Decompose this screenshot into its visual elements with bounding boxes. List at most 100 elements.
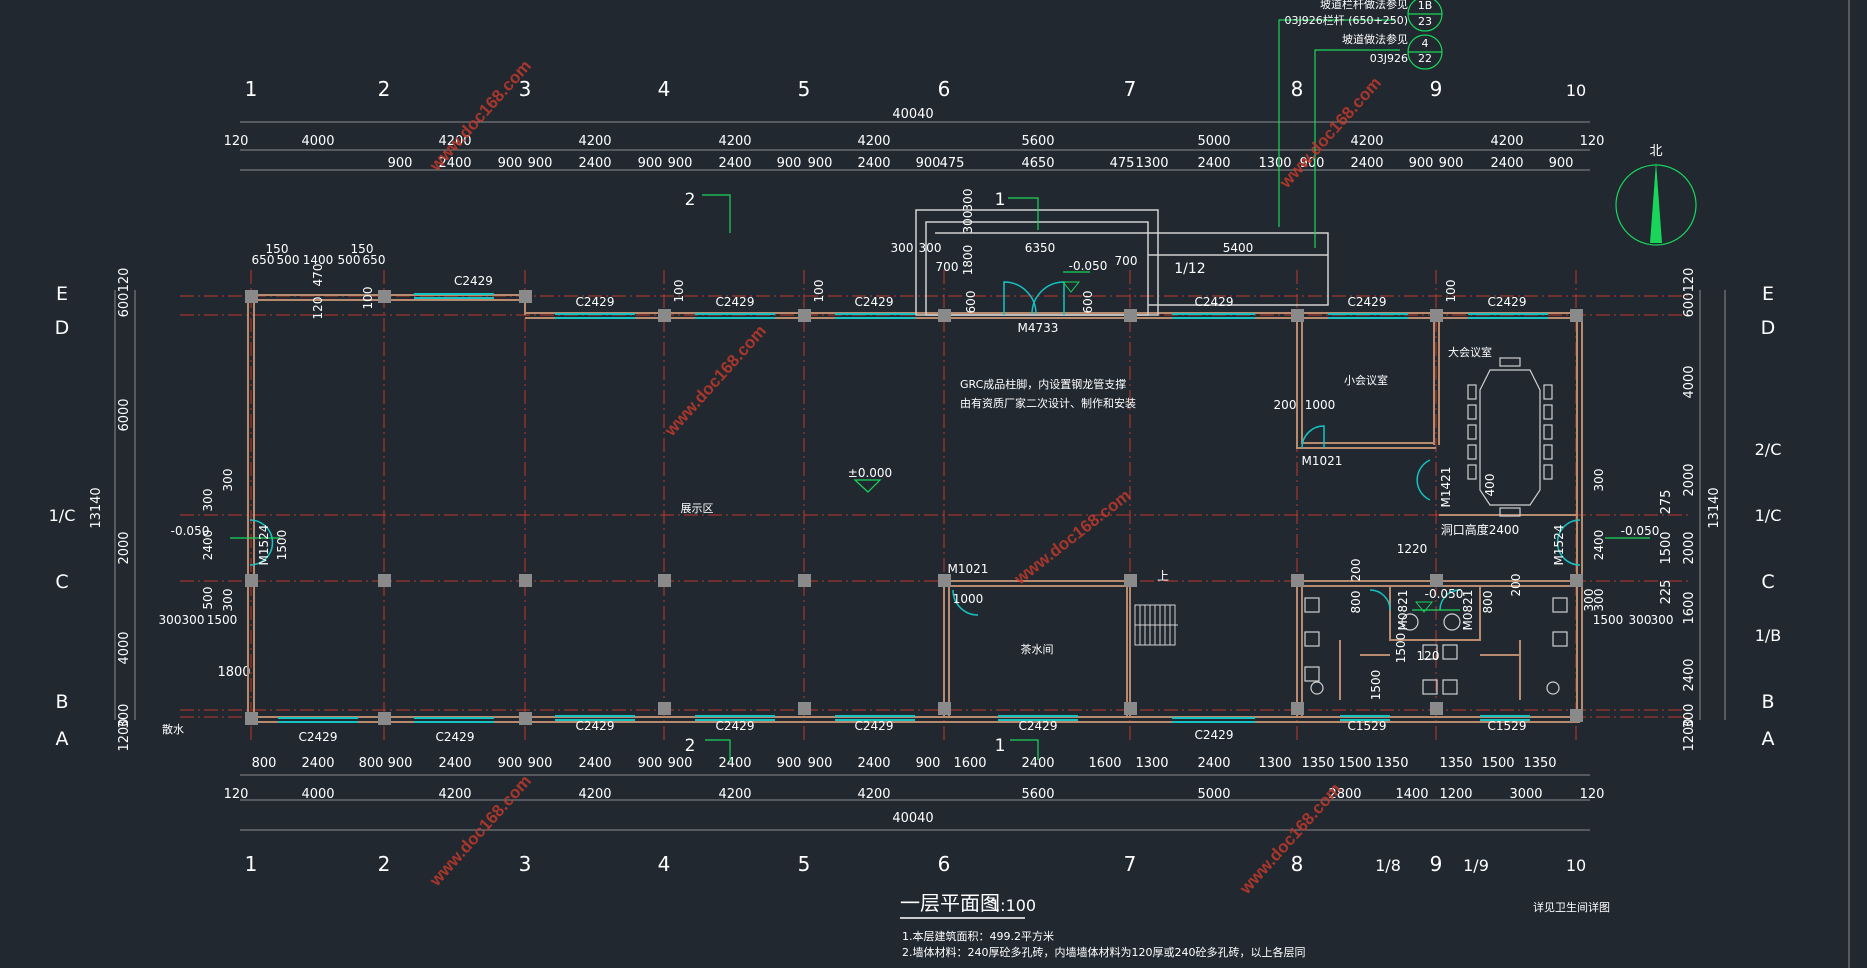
dim-text: 225 [1659,580,1674,605]
dim-text: 2400 [578,156,611,171]
dim-text: 5600 [1021,787,1054,802]
dim-700: 700 [936,260,959,274]
dim-1500: 1500 [207,613,238,627]
grid-label-4: 4 [658,852,671,876]
dim-1000: 1000 [953,592,984,606]
dim-100: 100 [361,287,375,310]
axis-gridlines [180,270,1690,740]
dim-text: 2400 [718,156,751,171]
grid-label-1-9: 1/9 [1463,856,1489,875]
dim-text: 4200 [718,134,751,149]
dim-text: 2400 [857,756,890,771]
dim-text: 120 [1682,268,1697,293]
elevation-neg: -0.050 [1621,524,1660,538]
grid-labels-top: 1 2 3 4 5 6 7 8 9 10 [245,77,1587,101]
dim-text: 2800 [1328,787,1361,802]
callout-ramp-num: 4 [1422,37,1429,50]
dim-text: 900 [916,756,941,771]
dim-text: 800 [359,756,384,771]
dim-300: 300 [1592,469,1606,492]
scatter-note: 散水 [162,722,184,736]
dim-text: 1350 [1523,756,1556,771]
label-m1421: M1421 [1439,467,1453,508]
title-name: 一层平面图 [900,891,1000,915]
grid-labels-right: E D 2/C 1/C C 1/B B A [1755,283,1782,750]
opening-height-note: 洞口高度2400 [1441,522,1520,537]
dim-100: 100 [812,280,826,303]
dim-text: 900 [638,156,663,171]
dim-150: 150 [351,242,374,256]
elevation-neg: -0.050 [171,524,210,538]
dim-300: 300 [961,211,975,234]
dim-600: 600 [964,291,978,314]
watermark: www.doc168.com [1235,779,1345,898]
dim-text: 900 [1549,156,1574,171]
dim-text: 2400 [438,756,471,771]
dim-text: 2400 [1021,756,1054,771]
stair-up-label: 上 [1157,569,1169,583]
row-label-1b: 1/B [1755,626,1782,645]
dim-1800: 1800 [961,245,975,276]
label-c2429: C2429 [299,730,338,744]
dim-200: 200 [1509,574,1523,597]
dims-left: 600 120 6000 13140 2000 4000 1800 1200 3… [89,268,251,752]
dim-text: 4000 [1682,365,1697,398]
dim-text: 1600 [953,756,986,771]
label-c2429: C2429 [1195,728,1234,742]
dim-text: 900 [668,156,693,171]
dim-120: 120 [1417,649,1440,663]
dim-text: 1500 [1338,756,1371,771]
dim-text: 120 [224,787,249,802]
room-small-meeting: 小会议室 [1344,373,1388,387]
room-labels: 展示区 小会议室 大会议室 茶水间 洞口高度2400 GRC成品柱脚，内设置钢龙… [162,345,1610,914]
dims-top-row2: 900 2400 900 900 2400 900 900 2400 900 9… [388,156,1574,171]
room-large-meeting: 大会议室 [1448,345,1492,359]
row-label-c: C [55,571,68,593]
dim-text: 900 [388,756,413,771]
label-c2429: C2429 [576,719,615,733]
dim-1400: 1400 [303,253,334,267]
grid-label-7: 7 [1124,77,1137,101]
dim-text: 2400 [1682,658,1697,691]
dim-text: 900 [1300,156,1325,171]
grc-note-2: 由有资质厂家二次设计、制作和安装 [960,396,1136,410]
dim-text: 275 [1659,490,1674,515]
toilet-detail-ref: 详见卫生间详图 [1533,900,1610,914]
dim-text: 4200 [857,134,890,149]
label-c2429: C2429 [855,719,894,733]
dim-text: 2400 [438,156,471,171]
dim-300: 300 [201,489,215,512]
watermark: www.doc168.com [660,321,770,440]
dim-text: 120 [224,134,249,149]
grid-label-5: 5 [798,77,811,101]
grid-label-6: 6 [938,852,951,876]
elevation-zero: ±0.000 [848,466,892,480]
dim-text: 4200 [578,787,611,802]
row-label-2c: 2/C [1755,440,1782,459]
dim-text: 2400 [857,156,890,171]
dim-text: 2400 [1197,156,1230,171]
ramp-slope: 1/12 [1174,261,1205,277]
grid-label-4: 4 [658,77,671,101]
label-m0821: M0821 [1461,590,1475,631]
dim-text: 900 [777,756,802,771]
grid-label-9: 9 [1430,852,1443,876]
callout-ramp-title: 坡道做法参见 [1342,32,1408,46]
grid-label-10: 10 [1566,856,1586,875]
dim-text: 4200 [1350,134,1383,149]
grid-label-9: 9 [1430,77,1443,101]
dim-800: 800 [1349,591,1363,614]
dim-text: 1600 [1088,756,1121,771]
dim-text: 1350 [1439,756,1472,771]
row-label-a: A [56,728,69,750]
grid-label-3: 3 [519,77,532,101]
row-label-d: D [55,317,70,339]
dim-text: 900 [638,756,663,771]
dim-300: 300 [182,613,205,627]
dim-text: 900 [777,156,802,171]
callout-ramp-sheet: 22 [1418,52,1432,65]
title-scale: 1:100 [990,896,1036,915]
dim-text: 4200 [438,134,471,149]
note-1: 1.本层建筑面积：499.2平方米 [902,929,1054,943]
